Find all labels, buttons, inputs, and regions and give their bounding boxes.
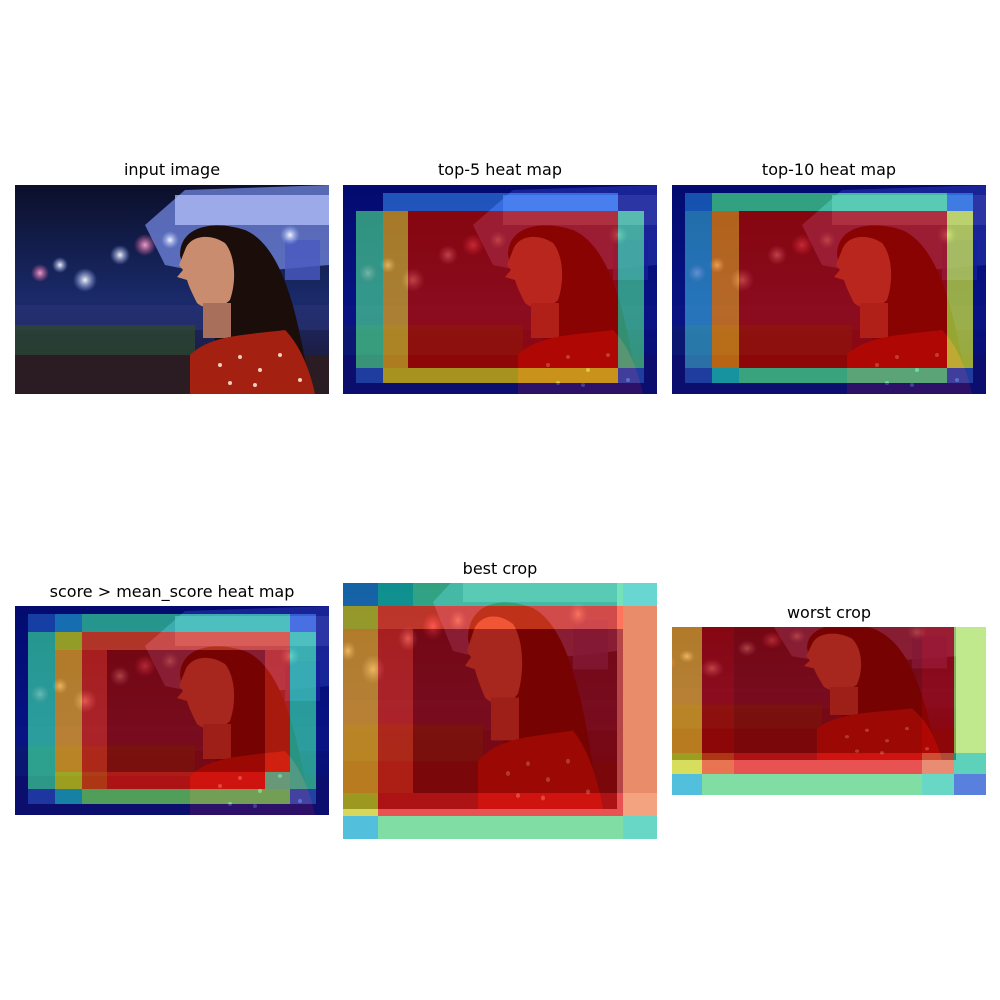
top5-heatmap [343,185,657,394]
best-crop [343,583,657,839]
top10-heatmap [672,185,986,394]
mean-score-heatmap-title: score > mean_score heat map [49,582,295,601]
mean-score-heatmap [15,606,329,815]
worst-crop [672,627,986,795]
input-image-title: input image [123,160,221,179]
best-crop-title: best crop [462,559,538,578]
worst-crop-title: worst crop [786,603,872,622]
top5-heatmap-title: top-5 heat map [438,160,562,179]
input-image [15,185,329,394]
top10-heatmap-title: top-10 heat map [761,160,897,179]
